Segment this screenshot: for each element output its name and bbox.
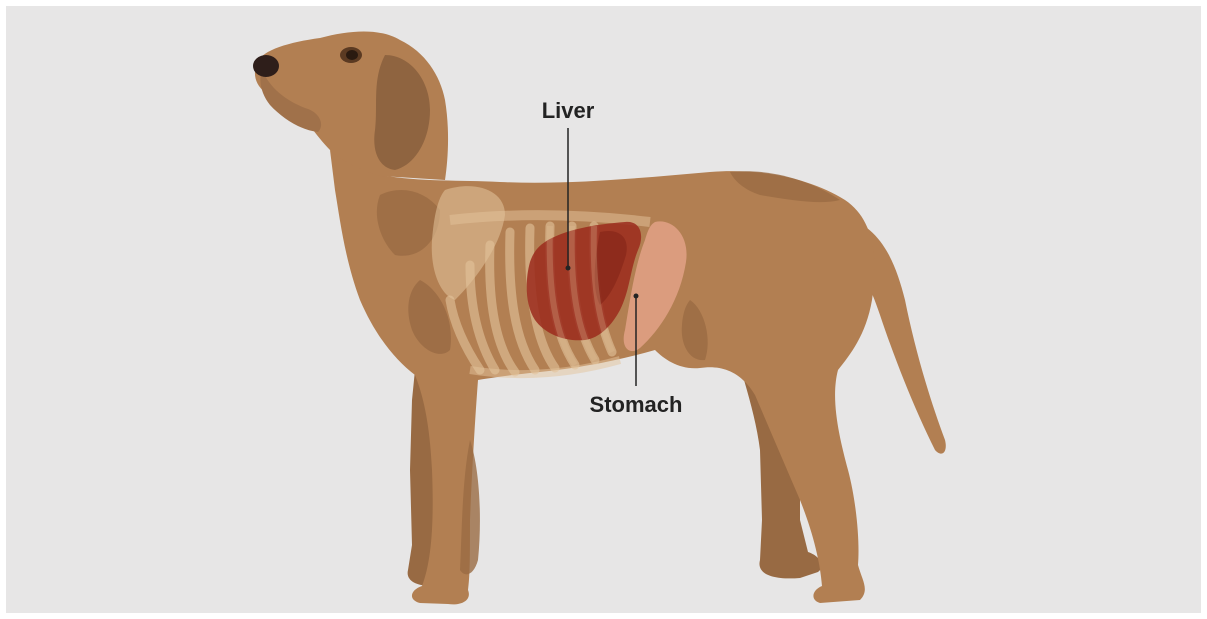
liver-label: Liver [542,98,595,123]
stomach-label: Stomach [590,392,683,417]
liver-pointer-dot [566,266,571,271]
nose-icon [253,55,279,77]
pupil-icon [346,50,358,60]
stomach-pointer-dot [634,294,639,299]
